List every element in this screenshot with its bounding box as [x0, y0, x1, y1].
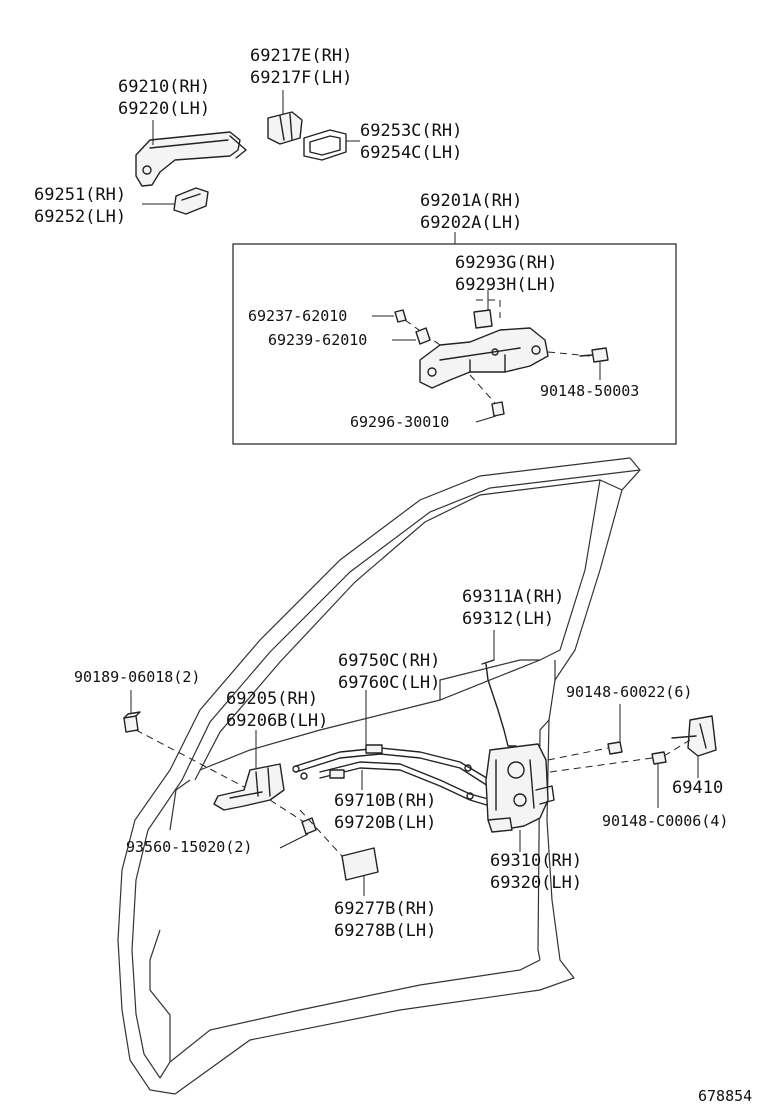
clip-c: [491, 401, 505, 417]
label-frame-assy-lh: 69202A(LH): [420, 213, 522, 233]
label-screw-c: 90148-C0006(4): [602, 812, 728, 830]
dash-nut-clip: [135, 729, 251, 791]
frame-assy-box: [232, 243, 677, 445]
leader-clip-c: [475, 415, 497, 423]
label-bezel-lh: 69278B(LH): [334, 921, 436, 941]
small-handle-pad: [173, 187, 209, 215]
leader-screw-d: [279, 833, 309, 849]
label-pad2-lh: 69252(LH): [34, 207, 126, 227]
dash-clip-c: [469, 374, 496, 404]
label-bracket-rh: 69293G(RH): [455, 253, 557, 273]
label-lock-lh: 69320(LH): [490, 873, 582, 893]
label-diagram-number: 678854: [698, 1087, 752, 1105]
dash-bezel: [299, 809, 343, 857]
label-frame-assy-rh: 69201A(RH): [420, 191, 522, 211]
dash-screw-b: [547, 747, 609, 761]
frame-bracket: [419, 327, 549, 389]
label-handle-cover-lh: 69217F(LH): [250, 68, 352, 88]
handle-pad-gasket: [303, 129, 347, 161]
label-inner-handle-lh: 69206B(LH): [226, 711, 328, 731]
inside-door-handle: [213, 763, 285, 811]
dash-screw-c: [549, 757, 653, 773]
label-screw-b: 90148-60022(6): [566, 683, 692, 701]
label-bezel-rh: 69277B(RH): [334, 899, 436, 919]
door-lock-assembly: [485, 743, 555, 833]
label-lock-rh: 69310(RH): [490, 851, 582, 871]
label-cable2-rh: 69710B(RH): [334, 791, 436, 811]
label-screw-a: 90148-50003: [540, 382, 639, 400]
label-clip-c: 69296-30010: [350, 413, 449, 431]
nut-clip: [123, 711, 141, 733]
clip-b: [415, 327, 431, 345]
dash-striker: [663, 739, 691, 757]
label-pad2-rh: 69251(RH): [34, 185, 126, 205]
door-lock-rod: [481, 659, 517, 747]
label-cable2-lh: 69720B(LH): [334, 813, 436, 833]
label-cable-rh: 69750C(RH): [338, 651, 440, 671]
handle-bezel: [341, 847, 379, 881]
label-clip-b: 69239-62010: [268, 331, 367, 349]
label-nut-clip: 90189-06018(2): [74, 668, 200, 686]
door-outline: [117, 457, 641, 1095]
screw-c-bolt: [651, 751, 667, 765]
lock-cables: [292, 744, 493, 807]
label-clip-a: 69237-62010: [248, 307, 347, 325]
label-rod-rh: 69311A(RH): [462, 587, 564, 607]
outer-door-handle: [135, 131, 247, 187]
label-rod-lh: 69312(LH): [462, 609, 554, 629]
screw-b-bolt: [607, 741, 623, 755]
dash-screw-d: [269, 799, 305, 823]
label-striker: 69410: [672, 778, 723, 798]
bracket-plate: [473, 299, 501, 329]
clip-a: [394, 309, 407, 323]
label-handle-cover-rh: 69217E(RH): [250, 46, 352, 66]
label-screw-d: 93560-15020(2): [126, 838, 252, 856]
label-outer-handle-lh: 69220(LH): [118, 99, 210, 119]
label-inner-handle-rh: 69205(RH): [226, 689, 318, 709]
door-striker: [671, 715, 717, 757]
label-cable-lh: 69760C(LH): [338, 673, 440, 693]
label-pad-lh: 69254C(LH): [360, 143, 462, 163]
handle-cover: [267, 111, 303, 145]
label-pad-rh: 69253C(RH): [360, 121, 462, 141]
label-outer-handle-rh: 69210(RH): [118, 77, 210, 97]
label-bracket-lh: 69293H(LH): [455, 275, 557, 295]
